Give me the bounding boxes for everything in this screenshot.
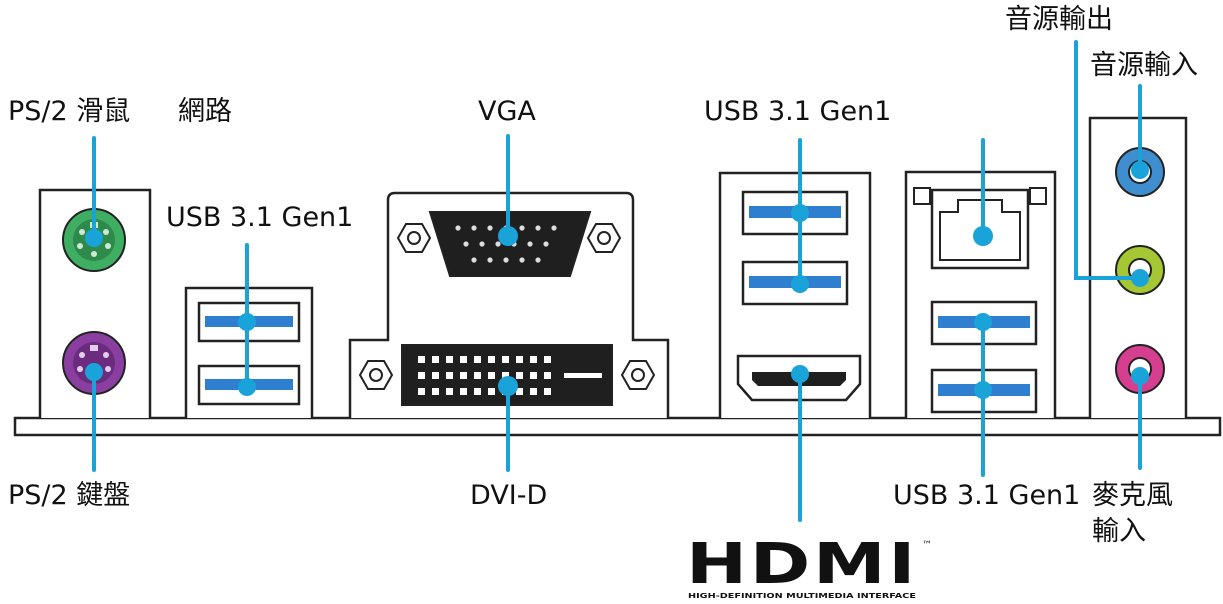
hdmi-logo-text: HDMI <box>686 532 918 597</box>
pointer-dot-usb-bottom-2 <box>974 381 992 399</box>
pointer-dot-ps2-mouse <box>85 229 103 247</box>
pointer-dot-mic-in <box>1131 367 1149 385</box>
label-ps2-mouse: PS/2 滑鼠 <box>8 96 131 127</box>
hdmi-tagline: HIGH-DEFINITION MULTIMEDIA INTERFACE <box>688 592 916 600</box>
pointer-dot-audio-out <box>1131 269 1149 287</box>
label-mic-line1: 麥克風 <box>1092 480 1173 511</box>
vga-screw-right <box>586 223 622 253</box>
pointer-dot-ps2-keyboard <box>85 363 103 381</box>
dvi-port <box>401 344 613 406</box>
hdmi-trademark: ™ <box>922 540 932 551</box>
pointer-dot-usb-bottom-1 <box>974 313 992 331</box>
label-audio-in: 音源輸入 <box>1090 50 1198 81</box>
pointer-dot-dvi <box>498 376 518 396</box>
pointer-dot-usb-top-2 <box>791 275 809 293</box>
label-usb-top: USB 3.1 Gen1 <box>704 96 892 127</box>
dvi-screw-right <box>620 360 656 390</box>
label-usb-left: USB 3.1 Gen1 <box>166 202 354 233</box>
label-dvi: DVI-D <box>470 480 548 511</box>
pointer-audio-out <box>1074 40 1142 280</box>
pointer-dot-audio-in <box>1131 161 1149 179</box>
pointer-dot-usb-left-1 <box>238 313 256 331</box>
pointer-dot-hdmi <box>791 365 809 383</box>
video-block <box>348 191 670 418</box>
label-vga: VGA <box>478 96 536 127</box>
vga-screw-left <box>396 223 432 253</box>
hdmi-logo: HDMI ™ HIGH-DEFINITION MULTIMEDIA INTERF… <box>686 532 932 600</box>
label-ps2-keyboard: PS/2 鍵盤 <box>8 480 131 511</box>
label-network: 網路 <box>178 96 232 127</box>
io-bezel-bar <box>13 416 1222 437</box>
label-mic-line2: 輸入 <box>1092 516 1146 547</box>
pointer-dot-vga <box>498 226 518 246</box>
label-usb-bottom: USB 3.1 Gen1 <box>893 480 1081 511</box>
network-usb-block <box>904 170 1057 418</box>
pointer-dot-usb-top-1 <box>791 204 809 222</box>
pointer-dot-usb-left-2 <box>238 378 256 396</box>
label-audio-out: 音源輸出 <box>1005 4 1113 35</box>
pointer-dot-network <box>973 226 993 246</box>
dvi-screw-left <box>358 360 394 390</box>
